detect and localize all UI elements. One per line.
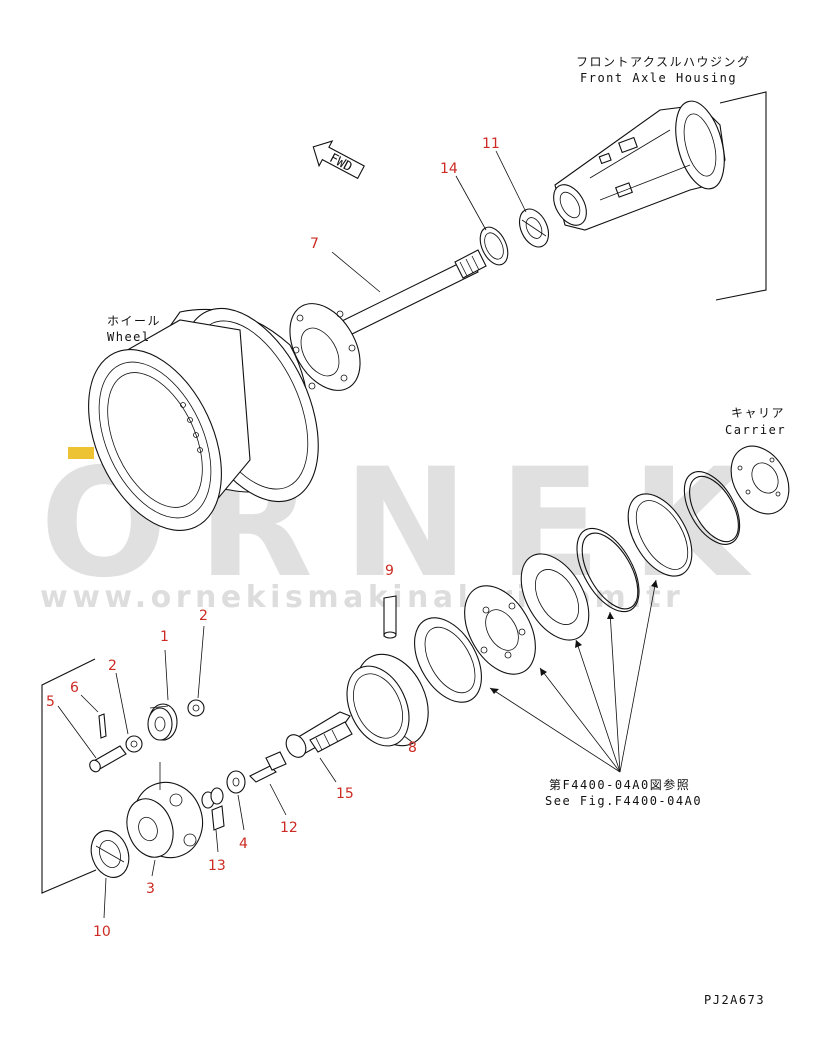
brake-pack-assembly xyxy=(414,471,741,703)
see-fig-label-en: See Fig.F4400-04A0 xyxy=(545,794,702,808)
part-number-7: 7 xyxy=(310,236,319,252)
part-number-2-lower: 2 xyxy=(108,658,117,674)
planet-gear-1 xyxy=(147,703,178,741)
seal-14 xyxy=(479,226,509,266)
bearing-10 xyxy=(90,830,130,878)
watermark-accent-mark xyxy=(68,447,94,459)
wheel xyxy=(88,307,319,531)
pin-9 xyxy=(383,595,397,639)
fwd-arrow-icon: FWD xyxy=(312,140,365,180)
part-number-1: 1 xyxy=(160,629,169,645)
part-number-6: 6 xyxy=(70,680,79,696)
see-fig-leaders xyxy=(489,579,658,773)
carrier-label-en: Carrier xyxy=(725,423,786,437)
housing-label-jp: フロントアクスルハウジング xyxy=(576,55,751,69)
carrier xyxy=(730,445,790,515)
sun-gear-15 xyxy=(285,711,353,758)
shaft-pin-5 xyxy=(89,745,127,773)
bearing-11 xyxy=(518,208,550,248)
part-number-12: 12 xyxy=(280,820,298,836)
part-number-2-upper: 2 xyxy=(199,608,208,624)
part-number-15: 15 xyxy=(336,786,354,802)
ring-gear-8 xyxy=(346,653,429,747)
washer-4 xyxy=(226,770,246,794)
lock-plate-13 xyxy=(201,787,225,831)
part-number-9: 9 xyxy=(385,563,394,579)
drawing-code: PJ2A673 xyxy=(704,993,765,1007)
part-number-13: 13 xyxy=(208,858,226,874)
axle-shaft-7 xyxy=(289,249,487,391)
part-number-11: 11 xyxy=(482,136,500,152)
group-bracket xyxy=(41,658,97,894)
part-number-4: 4 xyxy=(239,836,248,852)
part-number-3: 3 xyxy=(146,881,155,897)
part-number-5: 5 xyxy=(46,694,55,710)
carrier-label-jp: キャリア xyxy=(731,406,785,420)
ball-6 xyxy=(98,713,107,739)
part-number-14: 14 xyxy=(440,161,458,177)
wheel-label-en: Wheel xyxy=(107,330,151,344)
wheel-label-jp: ホイール xyxy=(107,314,161,328)
housing-label-en: Front Axle Housing xyxy=(580,71,737,85)
part-number-8: 8 xyxy=(408,740,417,756)
planet-carrier-3 xyxy=(126,781,204,859)
see-fig-label-jp: 第F4400-04A0図参照 xyxy=(549,777,690,792)
bushing-2-upper xyxy=(187,699,205,717)
part-number-10: 10 xyxy=(93,924,111,940)
bushing-2-lower xyxy=(125,735,143,753)
bolt-12 xyxy=(249,751,287,783)
front-axle-housing xyxy=(553,91,767,301)
